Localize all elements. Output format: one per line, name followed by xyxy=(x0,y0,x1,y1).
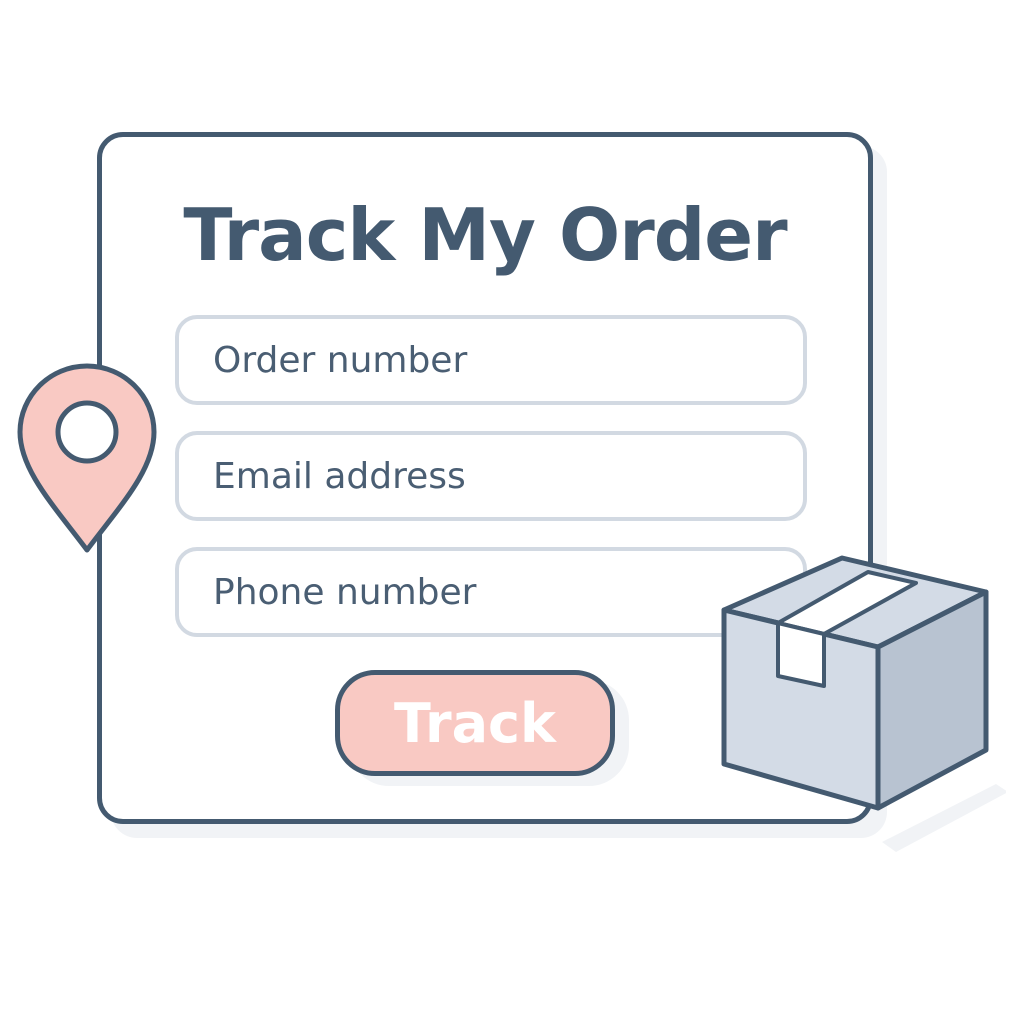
track-button[interactable]: Track xyxy=(335,670,615,776)
location-pin-icon xyxy=(17,363,157,553)
email-address-input[interactable] xyxy=(175,431,807,521)
track-order-card: Track My Order Track xyxy=(97,132,873,824)
page-title: Track My Order xyxy=(183,193,787,277)
package-box-icon xyxy=(721,555,1006,852)
order-number-input[interactable] xyxy=(175,315,807,405)
phone-number-input[interactable] xyxy=(175,547,807,637)
